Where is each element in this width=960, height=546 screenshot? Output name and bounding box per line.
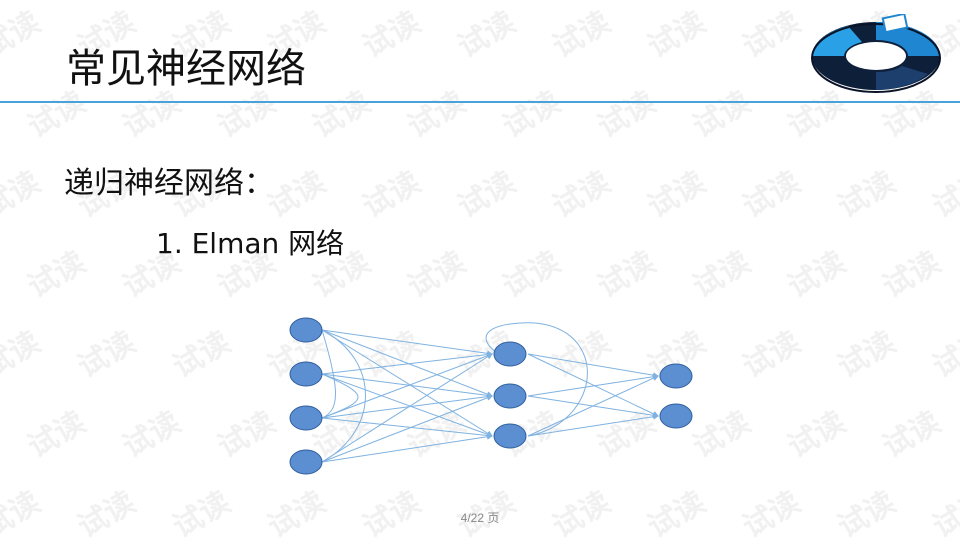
watermark-text: 试读 bbox=[927, 324, 960, 386]
watermark-text: 试读 bbox=[357, 4, 427, 66]
hidden-node bbox=[493, 423, 527, 449]
network-edges bbox=[321, 322, 659, 463]
hidden-output-edge bbox=[527, 353, 659, 417]
watermark-text: 试读 bbox=[927, 164, 960, 226]
watermark-text: 试读 bbox=[832, 164, 902, 226]
watermark-text: 试读 bbox=[832, 324, 902, 386]
input-node bbox=[289, 449, 323, 475]
input-hidden-edge bbox=[321, 433, 493, 463]
watermark-text: 试读 bbox=[497, 84, 567, 146]
input-node bbox=[289, 405, 323, 431]
input-hidden-edge bbox=[321, 417, 493, 439]
watermark-text: 试读 bbox=[592, 244, 662, 306]
watermark-text: 试读 bbox=[357, 164, 427, 226]
watermark-text: 试读 bbox=[642, 4, 712, 66]
watermark-text: 试读 bbox=[877, 244, 947, 306]
input-hidden-edge bbox=[321, 353, 493, 463]
watermark-text: 试读 bbox=[642, 164, 712, 226]
watermark-text: 试读 bbox=[737, 4, 807, 66]
watermark-text: 试读 bbox=[592, 84, 662, 146]
input-hidden-edge bbox=[321, 329, 493, 357]
watermark-text: 试读 bbox=[547, 164, 617, 226]
watermark-text: 试读 bbox=[452, 164, 522, 226]
context-loop-curve bbox=[485, 322, 588, 437]
input-hidden-edge bbox=[321, 393, 493, 419]
watermark-text: 试读 bbox=[0, 164, 47, 226]
elman-network-diagram bbox=[289, 317, 693, 475]
recurrent-curve bbox=[321, 329, 366, 463]
watermark-text: 试读 bbox=[307, 84, 377, 146]
watermark-text: 试读 bbox=[402, 244, 472, 306]
ring-logo-icon bbox=[811, 14, 941, 93]
subsection-heading: 1. Elman 网络 bbox=[156, 227, 345, 260]
hidden-node bbox=[493, 383, 527, 409]
watermark-text: 试读 bbox=[877, 404, 947, 466]
page-number: 4/22 页 bbox=[460, 511, 500, 525]
input-hidden-edge bbox=[321, 329, 493, 397]
input-hidden-edge bbox=[321, 373, 493, 438]
slide-title: 常见神经网络 bbox=[66, 46, 306, 92]
hidden-output-edge bbox=[527, 373, 659, 397]
watermark-text: 试读 bbox=[497, 244, 567, 306]
input-hidden-edge bbox=[321, 351, 493, 375]
watermark-text: 试读 bbox=[167, 324, 237, 386]
watermark-text: 试读 bbox=[0, 4, 47, 66]
input-hidden-edge bbox=[321, 329, 493, 437]
watermark-text: 试读 bbox=[687, 84, 757, 146]
input-node bbox=[289, 361, 323, 387]
watermark-text: 试读 bbox=[22, 244, 92, 306]
watermark-text: 试读 bbox=[547, 4, 617, 66]
hidden-output-edge bbox=[527, 375, 659, 437]
output-node bbox=[659, 363, 693, 389]
recurrent-curve bbox=[321, 373, 359, 419]
watermark-text: 试读 bbox=[687, 244, 757, 306]
watermark-text: 试读 bbox=[22, 404, 92, 466]
watermark-text: 试读 bbox=[452, 4, 522, 66]
hidden-node bbox=[493, 341, 527, 367]
section-heading: 递归神经网络： bbox=[64, 166, 274, 201]
watermark-text: 试读 bbox=[402, 84, 472, 146]
recurrent-curve bbox=[321, 329, 336, 419]
input-node bbox=[289, 317, 323, 343]
watermark-text: 试读 bbox=[117, 404, 187, 466]
title-divider bbox=[0, 101, 960, 103]
hidden-output-edge bbox=[527, 353, 659, 379]
hidden-output-edge bbox=[527, 413, 659, 437]
watermark-text: 试读 bbox=[782, 404, 852, 466]
input-hidden-edge bbox=[321, 395, 493, 463]
watermark-text: 试读 bbox=[0, 324, 47, 386]
watermark-text: 试读 bbox=[737, 164, 807, 226]
input-hidden-edge bbox=[321, 373, 493, 399]
network-nodes bbox=[289, 317, 693, 475]
watermark-text: 试读 bbox=[72, 324, 142, 386]
output-node bbox=[659, 403, 693, 429]
watermark-text: 试读 bbox=[782, 244, 852, 306]
watermark-text: 试读 bbox=[737, 324, 807, 386]
input-hidden-edge bbox=[321, 352, 493, 419]
